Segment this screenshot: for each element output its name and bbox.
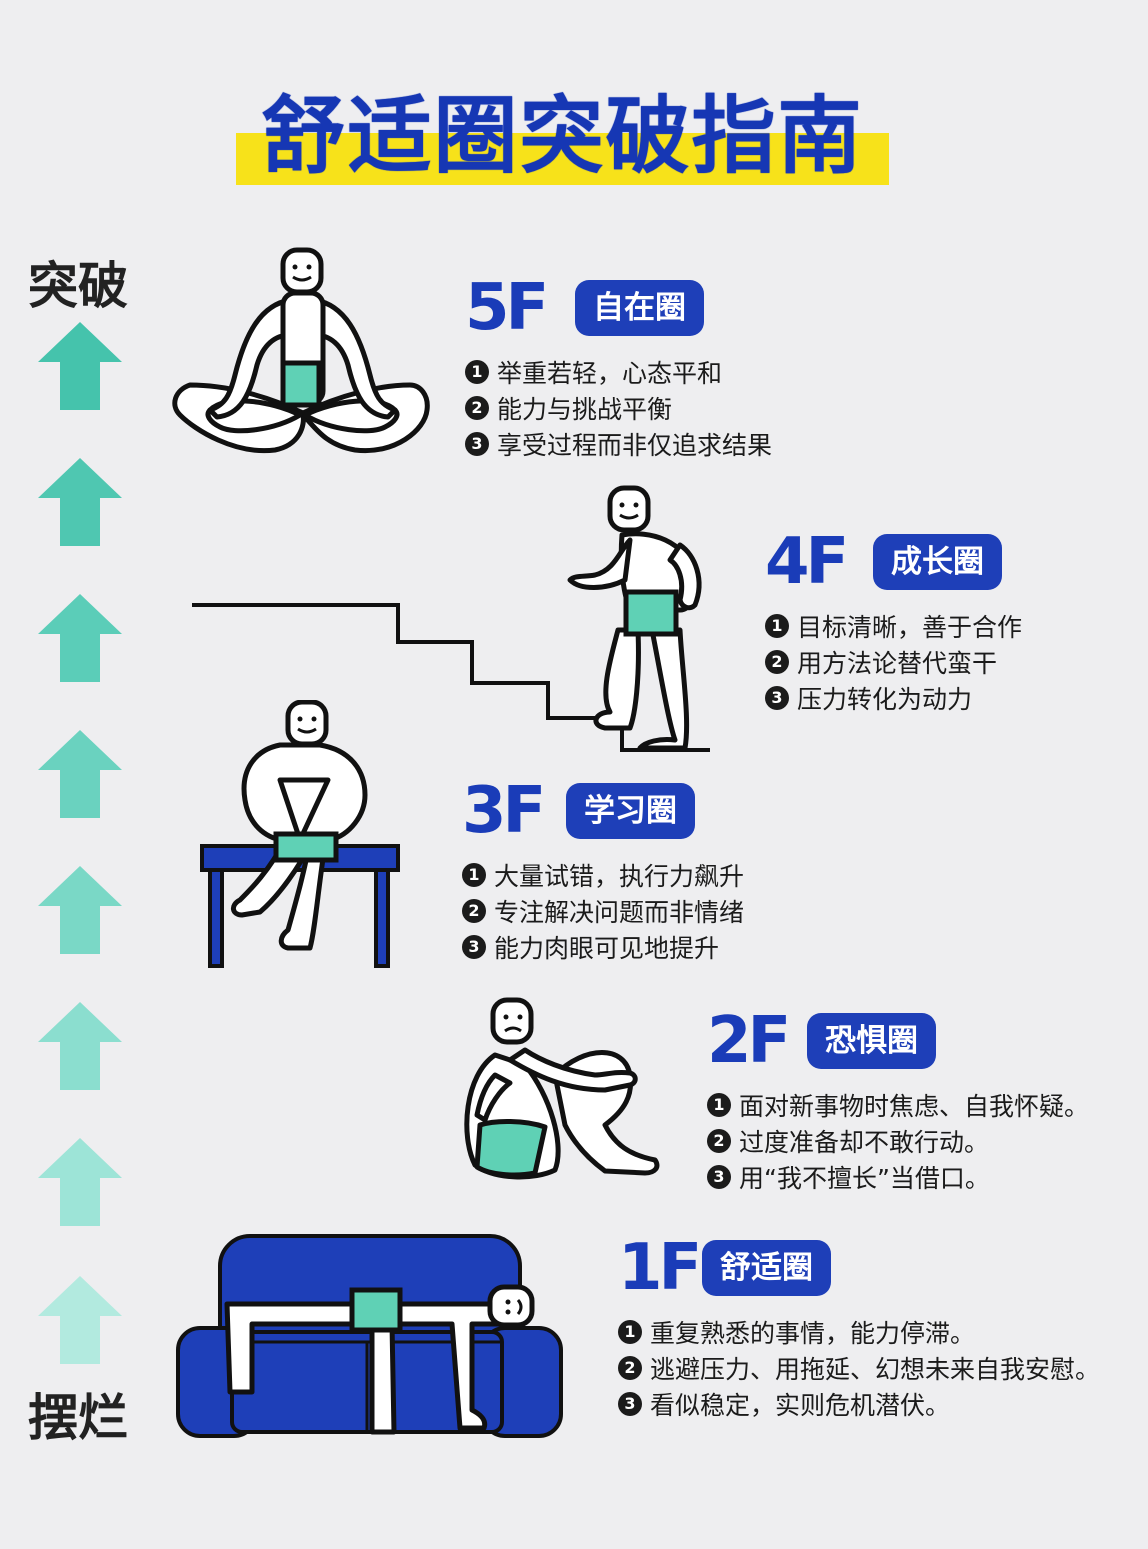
page-title: 舒适圈突破指南 bbox=[261, 87, 864, 185]
bullet-3-icon: 3 bbox=[462, 935, 486, 959]
up-arrow-icon bbox=[38, 594, 122, 682]
sofa-lying-figure-icon bbox=[176, 1234, 563, 1438]
title-highlight-bar bbox=[236, 133, 889, 185]
zone-badge: 学习圈 bbox=[566, 783, 695, 839]
bullet-1-icon: 1 bbox=[618, 1320, 642, 1344]
bullet-3-icon: 3 bbox=[465, 432, 489, 456]
meditating-figure-icon bbox=[172, 247, 430, 454]
zone-badge: 自在圈 bbox=[575, 280, 704, 336]
reading-figure-icon bbox=[200, 700, 400, 968]
bullet-2-icon: 2 bbox=[618, 1356, 642, 1380]
bullet-1-icon: 1 bbox=[707, 1093, 731, 1117]
floor-number: 4F bbox=[765, 525, 849, 599]
title-area: 舒适圈突破指南 bbox=[0, 0, 1148, 200]
side-label-top: 突破 bbox=[28, 257, 128, 315]
zone-badge: 成长圈 bbox=[873, 534, 1002, 590]
floor-number: 5F bbox=[465, 271, 549, 345]
up-arrow-icon bbox=[38, 1276, 122, 1364]
stair-climbing-figure-icon bbox=[192, 485, 710, 752]
floor-number: 1F bbox=[618, 1231, 702, 1305]
up-arrow-icon bbox=[38, 1138, 122, 1226]
bullet-1-icon: 1 bbox=[765, 614, 789, 638]
floor-number: 2F bbox=[707, 1004, 791, 1078]
bullet-2-icon: 2 bbox=[462, 899, 486, 923]
side-label-bottom: 摆烂 bbox=[28, 1389, 128, 1447]
bullet-2-icon: 2 bbox=[707, 1129, 731, 1153]
up-arrow-icon bbox=[38, 1002, 122, 1090]
up-arrow-icon bbox=[38, 730, 122, 818]
bullet-1-icon: 1 bbox=[462, 863, 486, 887]
up-arrow-icon bbox=[38, 866, 122, 954]
up-arrow-icon bbox=[38, 458, 122, 546]
bullet-3-icon: 3 bbox=[707, 1165, 731, 1189]
floor-number: 3F bbox=[462, 774, 546, 848]
up-arrow-icon bbox=[38, 322, 122, 410]
bullet-2-icon: 2 bbox=[465, 396, 489, 420]
zone-badge: 恐惧圈 bbox=[807, 1013, 936, 1069]
bullet-1-icon: 1 bbox=[465, 360, 489, 384]
zone-badge: 舒适圈 bbox=[702, 1240, 831, 1296]
bullet-3-icon: 3 bbox=[618, 1392, 642, 1416]
bullet-2-icon: 2 bbox=[765, 650, 789, 674]
crouching-figure-icon bbox=[464, 997, 660, 1180]
bullet-3-icon: 3 bbox=[765, 686, 789, 710]
